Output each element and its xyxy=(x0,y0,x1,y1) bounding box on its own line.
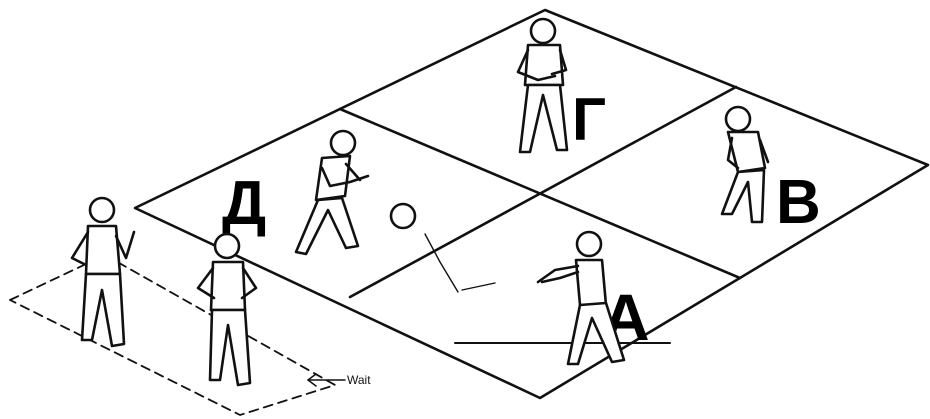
waiting-player-2 xyxy=(72,198,134,346)
square-label-b: B xyxy=(776,168,821,237)
square-label-d: Д xyxy=(222,169,266,238)
court-divider-2 xyxy=(350,87,736,297)
player-square-d xyxy=(296,131,368,254)
player-square-b xyxy=(722,107,768,222)
wait-label: Wait xyxy=(347,373,371,387)
waiting-player-1 xyxy=(198,234,256,385)
square-label-g: Г xyxy=(572,86,606,153)
ball xyxy=(391,204,495,292)
player-square-g xyxy=(518,19,567,152)
